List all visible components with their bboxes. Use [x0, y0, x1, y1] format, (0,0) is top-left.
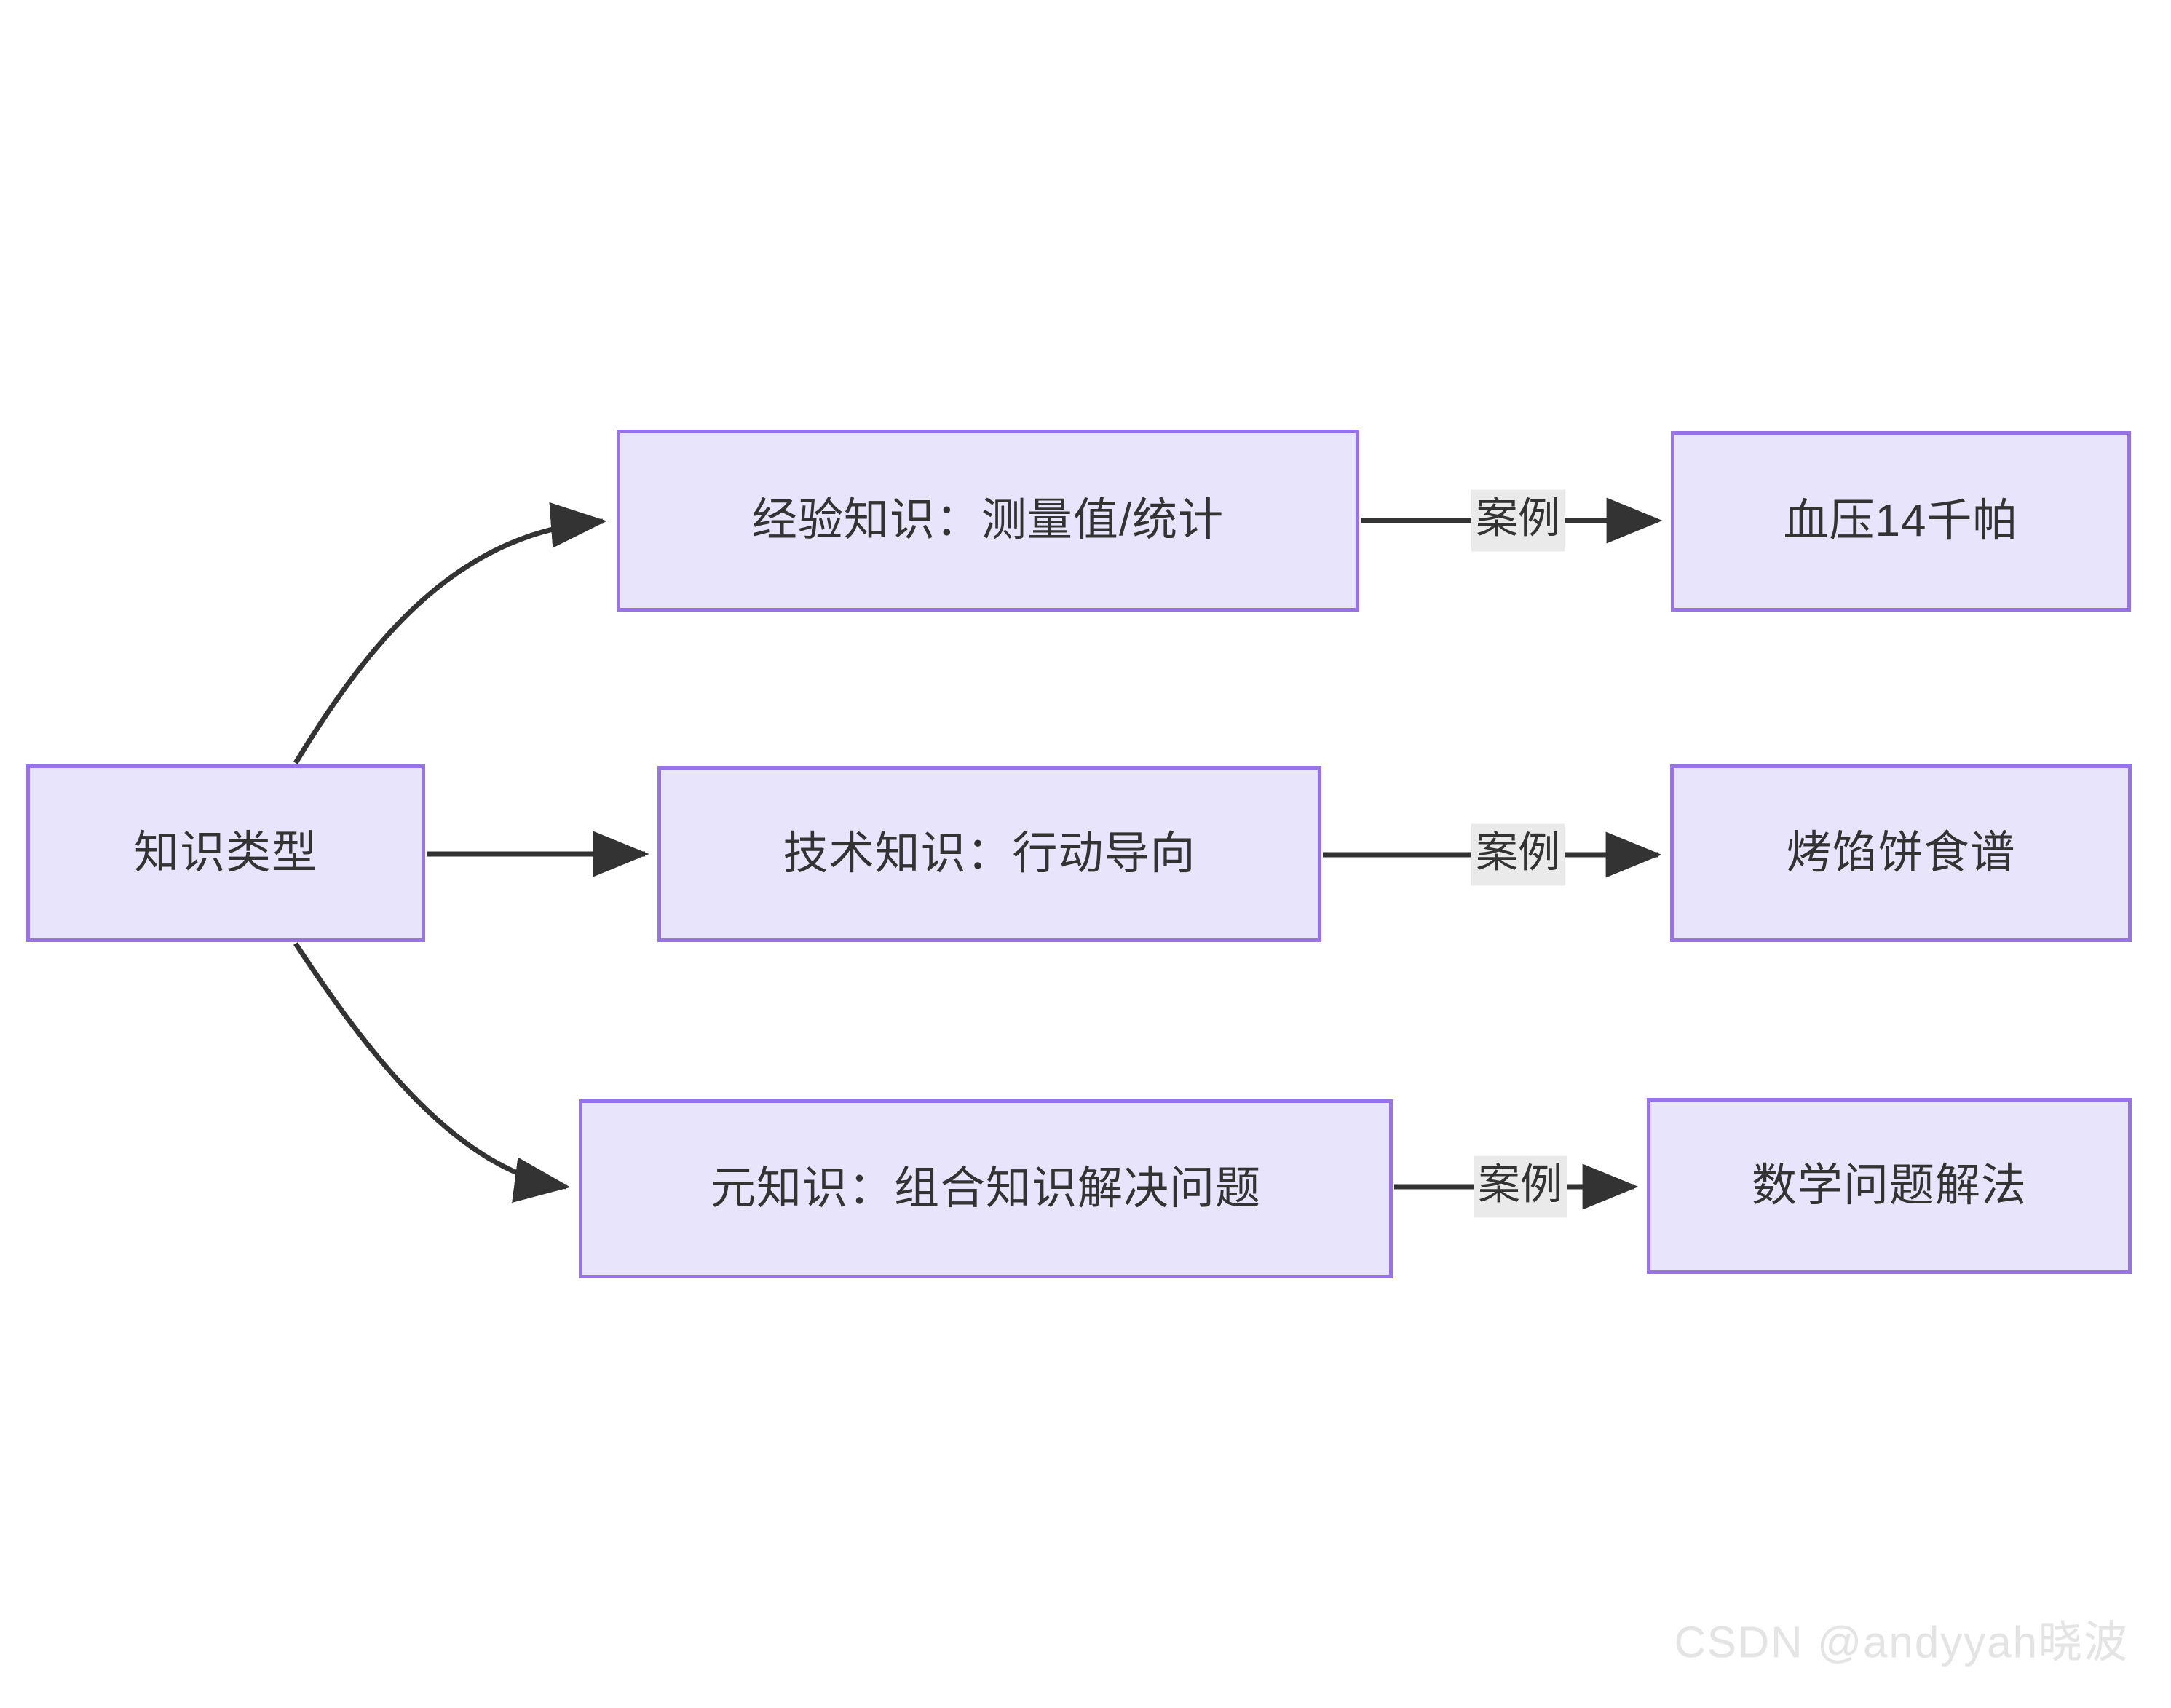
node-knowledge-type[interactable]: 知识类型 [26, 764, 425, 942]
edge-label-case-technical: 案例 [1471, 823, 1565, 886]
node-blood-pressure-example[interactable]: 血压14千帕 [1671, 431, 2131, 612]
edge-root-to-empirical [293, 502, 607, 764]
edge-label-case-meta: 案例 [1473, 1155, 1567, 1218]
node-technical-knowledge-label: 技术知识：行动导向 [783, 828, 1196, 879]
node-meta-knowledge-label: 元知识：组合知识解决问题 [710, 1163, 1261, 1214]
node-knowledge-type-label: 知识类型 [133, 827, 317, 878]
node-meta-knowledge[interactable]: 元知识：组合知识解决问题 [579, 1099, 1393, 1278]
node-empirical-knowledge-label: 经验知识：测量值/统计 [751, 494, 1225, 545]
edge-root-to-meta [293, 942, 571, 1203]
node-math-solution-example-label: 数学问题解法 [1751, 1160, 2027, 1211]
node-math-solution-example[interactable]: 数学问题解法 [1647, 1098, 2132, 1274]
node-pie-recipe-example-label: 烤馅饼食谱 [1786, 827, 2016, 878]
node-technical-knowledge[interactable]: 技术知识：行动导向 [657, 766, 1321, 942]
node-empirical-knowledge[interactable]: 经验知识：测量值/统计 [617, 430, 1359, 612]
edge-label-case-empirical: 案例 [1471, 489, 1565, 552]
csdn-watermark: CSDN @andyyah晓波 [1674, 1618, 2129, 1667]
node-blood-pressure-example-label: 血压14千帕 [1783, 495, 2019, 546]
node-pie-recipe-example[interactable]: 烤馅饼食谱 [1670, 764, 2132, 942]
